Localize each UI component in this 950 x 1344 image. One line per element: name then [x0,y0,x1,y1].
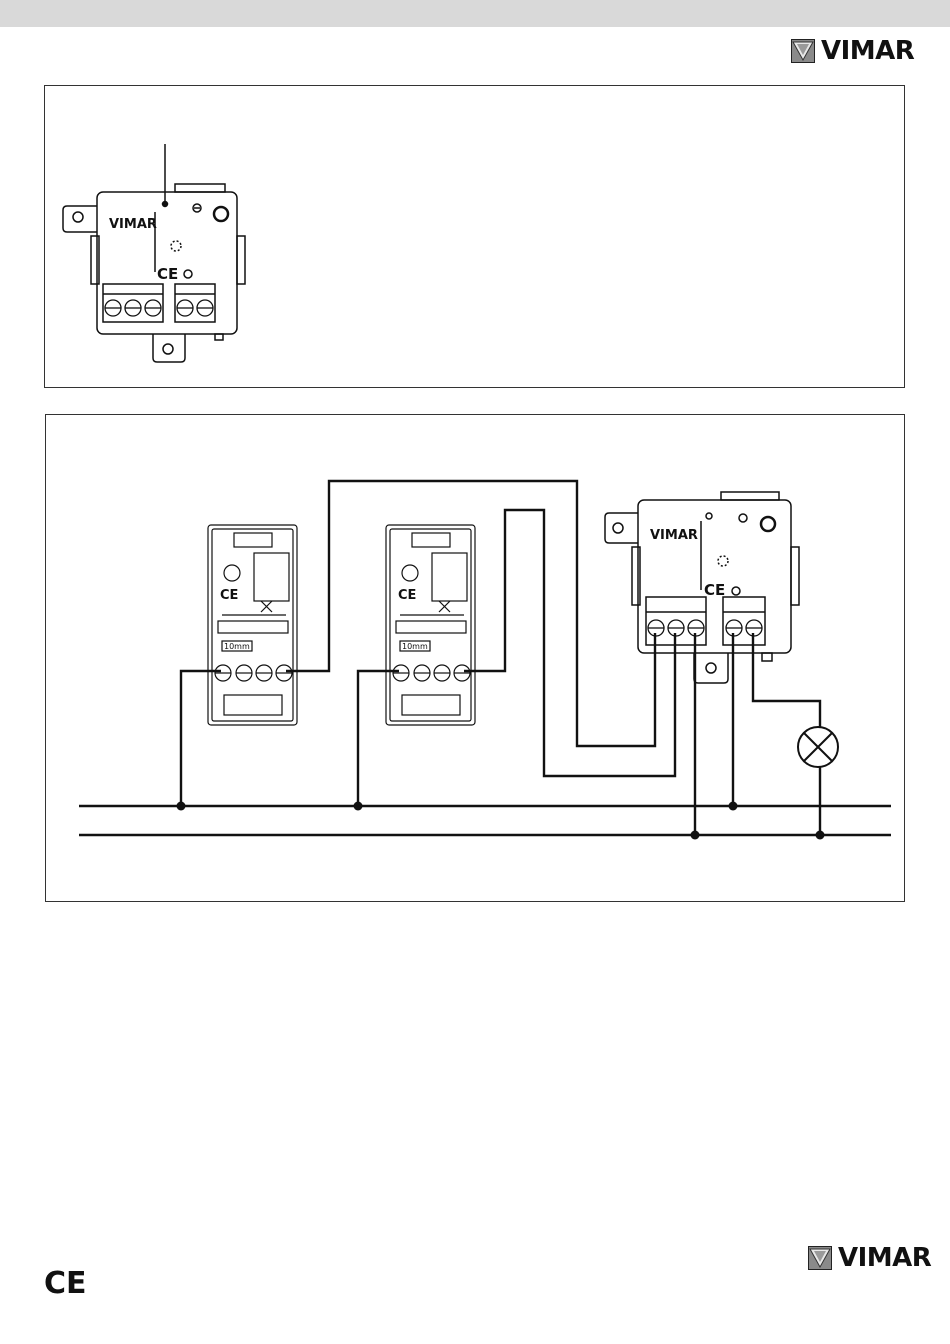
brand-name-footer: VIMAR [838,1245,931,1271]
left-clip [91,236,99,284]
bottom-ear-hole [163,344,173,354]
push-button-2 [386,525,475,725]
pointer-dot [163,202,168,207]
top-tab [175,184,225,192]
wiring-panel: CE 10mm CE 10mm [45,414,905,902]
module-body [97,192,237,334]
relay-module-ce: CE [704,581,725,599]
ce-mark-text: CE [44,1266,87,1301]
header-band [0,0,950,27]
push-button-1-ce: CE [220,588,238,603]
push-button-2-rating: 10mm [402,642,428,651]
module-ce-mark: CE [157,265,178,283]
left-ear [63,206,97,232]
right-clip [237,236,245,284]
lamp-icon [798,727,838,767]
push-button-2-ce: CE [398,588,416,603]
ce-mark-footer: CE [44,1266,87,1301]
module-brand: VIMAR [109,217,157,232]
brand-logo: VIMAR [791,38,914,64]
terminal-block-2 [175,284,215,322]
module-drawing: VIMAR CE [45,86,906,389]
wiring-diagram: CE 10mm CE 10mm [46,415,906,903]
left-ear-hole [73,212,83,222]
bottom-ear [153,334,185,362]
brand-logo-footer: VIMAR [808,1245,931,1271]
brand-name: VIMAR [821,38,914,64]
push-button-1 [208,525,297,725]
module-panel: VIMAR CE [44,85,905,388]
relay-module [605,492,799,683]
vimar-logo-icon [791,39,815,63]
push-button-1-rating: 10mm [224,642,250,651]
wires [181,481,820,835]
vimar-logo-icon-footer [808,1246,832,1270]
relay-module-brand: VIMAR [650,528,698,543]
